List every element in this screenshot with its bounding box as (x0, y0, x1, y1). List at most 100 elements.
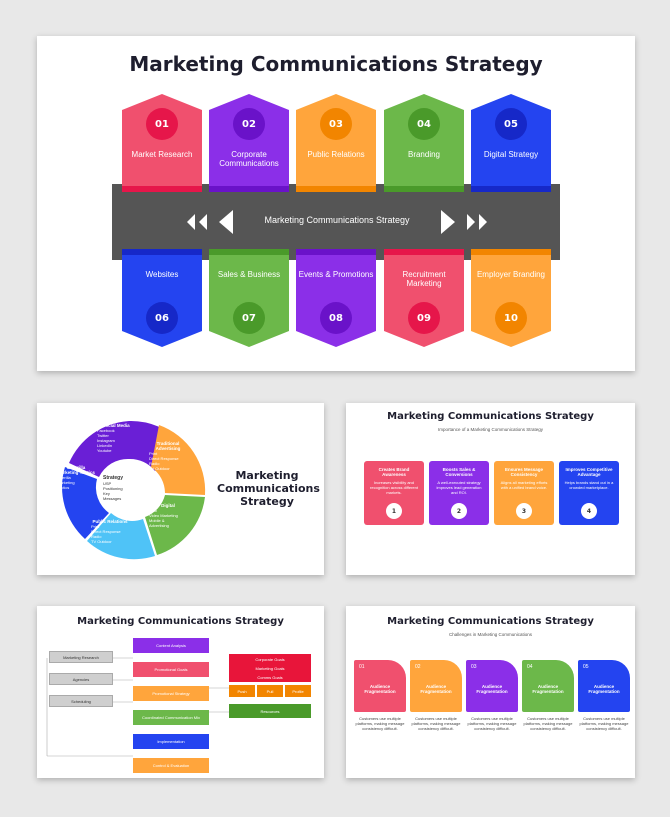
card-text: Customers use multiple platforms, making… (579, 716, 629, 731)
tab-04[interactable] (384, 94, 464, 192)
card-number: 02 (415, 664, 421, 670)
card-text: A well-executed strategy improves lead g… (436, 480, 482, 495)
bottom-tab-shape (122, 249, 202, 347)
center-item: Messages (103, 496, 122, 501)
tab-02-badge: 02 (233, 108, 265, 140)
center-item: Positioning (103, 486, 123, 491)
process-step-box: Promotional Goals (133, 662, 209, 677)
segment-title: Public Relations (92, 519, 128, 524)
process-step-box: Promotional Strategy (133, 686, 209, 701)
tab-01[interactable] (122, 94, 202, 192)
card-title: Ensures Message Consistency (504, 467, 544, 477)
goal-label: Marketing Goals (255, 665, 285, 671)
process-step-box: Content Analysis (133, 638, 209, 653)
segment-item: Twitter (97, 433, 109, 438)
segment-item: Youtube (97, 448, 112, 453)
segment-item: Tactics (57, 485, 70, 490)
segment-item: Marketing (57, 480, 75, 485)
segment-public-relations (87, 513, 155, 560)
tab-02[interactable] (209, 94, 289, 192)
top-tab-shape (471, 94, 551, 192)
tab-05[interactable] (471, 94, 551, 192)
slide-subtitle: Importance of a Marketing Communications… (437, 427, 544, 432)
push-pull-box: Profile (285, 685, 311, 697)
slide-title: Marketing Communications Strategy (387, 411, 594, 422)
tab-04-badge: 04 (408, 108, 440, 140)
slide-title: Marketing Communications Strategy (217, 469, 320, 508)
segment-item: Advertising (149, 523, 169, 528)
segment-social-media-left (69, 421, 129, 477)
segment-title: Social Media (102, 423, 130, 428)
card-text: Aligns all marketing efforts with a unif… (500, 480, 548, 490)
center-band-label: Marketing Communications Strategy (264, 215, 410, 225)
segment-item: Direct Response (149, 456, 179, 461)
bottom-tab-shape (209, 249, 289, 347)
right-arrows-icon (441, 210, 487, 234)
slide-title: Marketing Communications Strategy (77, 616, 284, 627)
card-number: 05 (583, 664, 589, 670)
card-title: Creates Brand Awareness (378, 467, 410, 477)
main-slide[interactable]: Marketing Communications Strategy Market… (37, 36, 635, 371)
card-title: Audience Fragmentation (476, 684, 508, 694)
card-text: Customers use multiple platforms, making… (523, 716, 573, 731)
segment-traditional (151, 425, 206, 495)
left-process-box: Marketing Research (49, 651, 113, 663)
segment-item: Print (91, 524, 100, 529)
tab-09[interactable] (384, 249, 464, 347)
thumbnail-slide-importance[interactable]: Marketing Communications Strategy Import… (346, 403, 635, 575)
slide-title: Marketing Communications Strategy (129, 52, 543, 76)
segment-item: Instagram (97, 438, 115, 443)
thumbnail-slide-challenges[interactable]: Marketing Communications Strategy Challe… (346, 606, 635, 778)
segment-item: Facebook (97, 428, 115, 433)
tab-08-label: Events & Promotions (298, 270, 374, 279)
top-tab-shape (122, 94, 202, 192)
segment-item: Guerilla (57, 475, 71, 480)
segment-item: TV Outdoor (149, 466, 170, 471)
top-tab-shape (209, 94, 289, 192)
tab-03[interactable] (296, 94, 376, 192)
card-text: Customers use multiple platforms, making… (467, 716, 517, 731)
segment-item: TV Outdoor (91, 539, 112, 544)
cycle-diagram (62, 420, 206, 560)
segment-guerrilla (62, 467, 109, 539)
process-step-box: Implementation (133, 734, 209, 749)
segment-item: Web (149, 508, 158, 513)
slide-title: Marketing Communications Strategy (387, 616, 594, 627)
tab-06[interactable] (122, 249, 202, 347)
tab-08-badge: 08 (320, 302, 352, 334)
card-number: 4 (581, 503, 597, 519)
card-title: Audience Fragmentation (420, 684, 452, 694)
process-step-box: Control & Evaluation (133, 758, 209, 773)
slide-subtitle: Challenges in Marketing Communications (448, 632, 533, 637)
segment-item: Mobile & (149, 518, 165, 523)
flow-connectors (46, 657, 229, 757)
tab-08[interactable] (296, 249, 376, 347)
card-number: 3 (516, 503, 532, 519)
card-number: 03 (471, 664, 477, 670)
card-text: Helps brands stand out in a crowded mark… (564, 480, 614, 490)
push-pull-box: Push (229, 685, 255, 697)
left-process-box: Agencies (49, 673, 113, 685)
thumbnail-slide-flow[interactable]: Marketing Communications Strategy Market… (37, 606, 324, 778)
tab-05-label: Digital Strategy (483, 150, 539, 159)
card-text: Customers use multiple platforms, making… (355, 716, 405, 731)
tab-10[interactable] (471, 249, 551, 347)
tab-07[interactable] (209, 249, 289, 347)
segment-title: Traditional Advertising (155, 441, 181, 451)
push-pull-box: Pull (257, 685, 283, 697)
